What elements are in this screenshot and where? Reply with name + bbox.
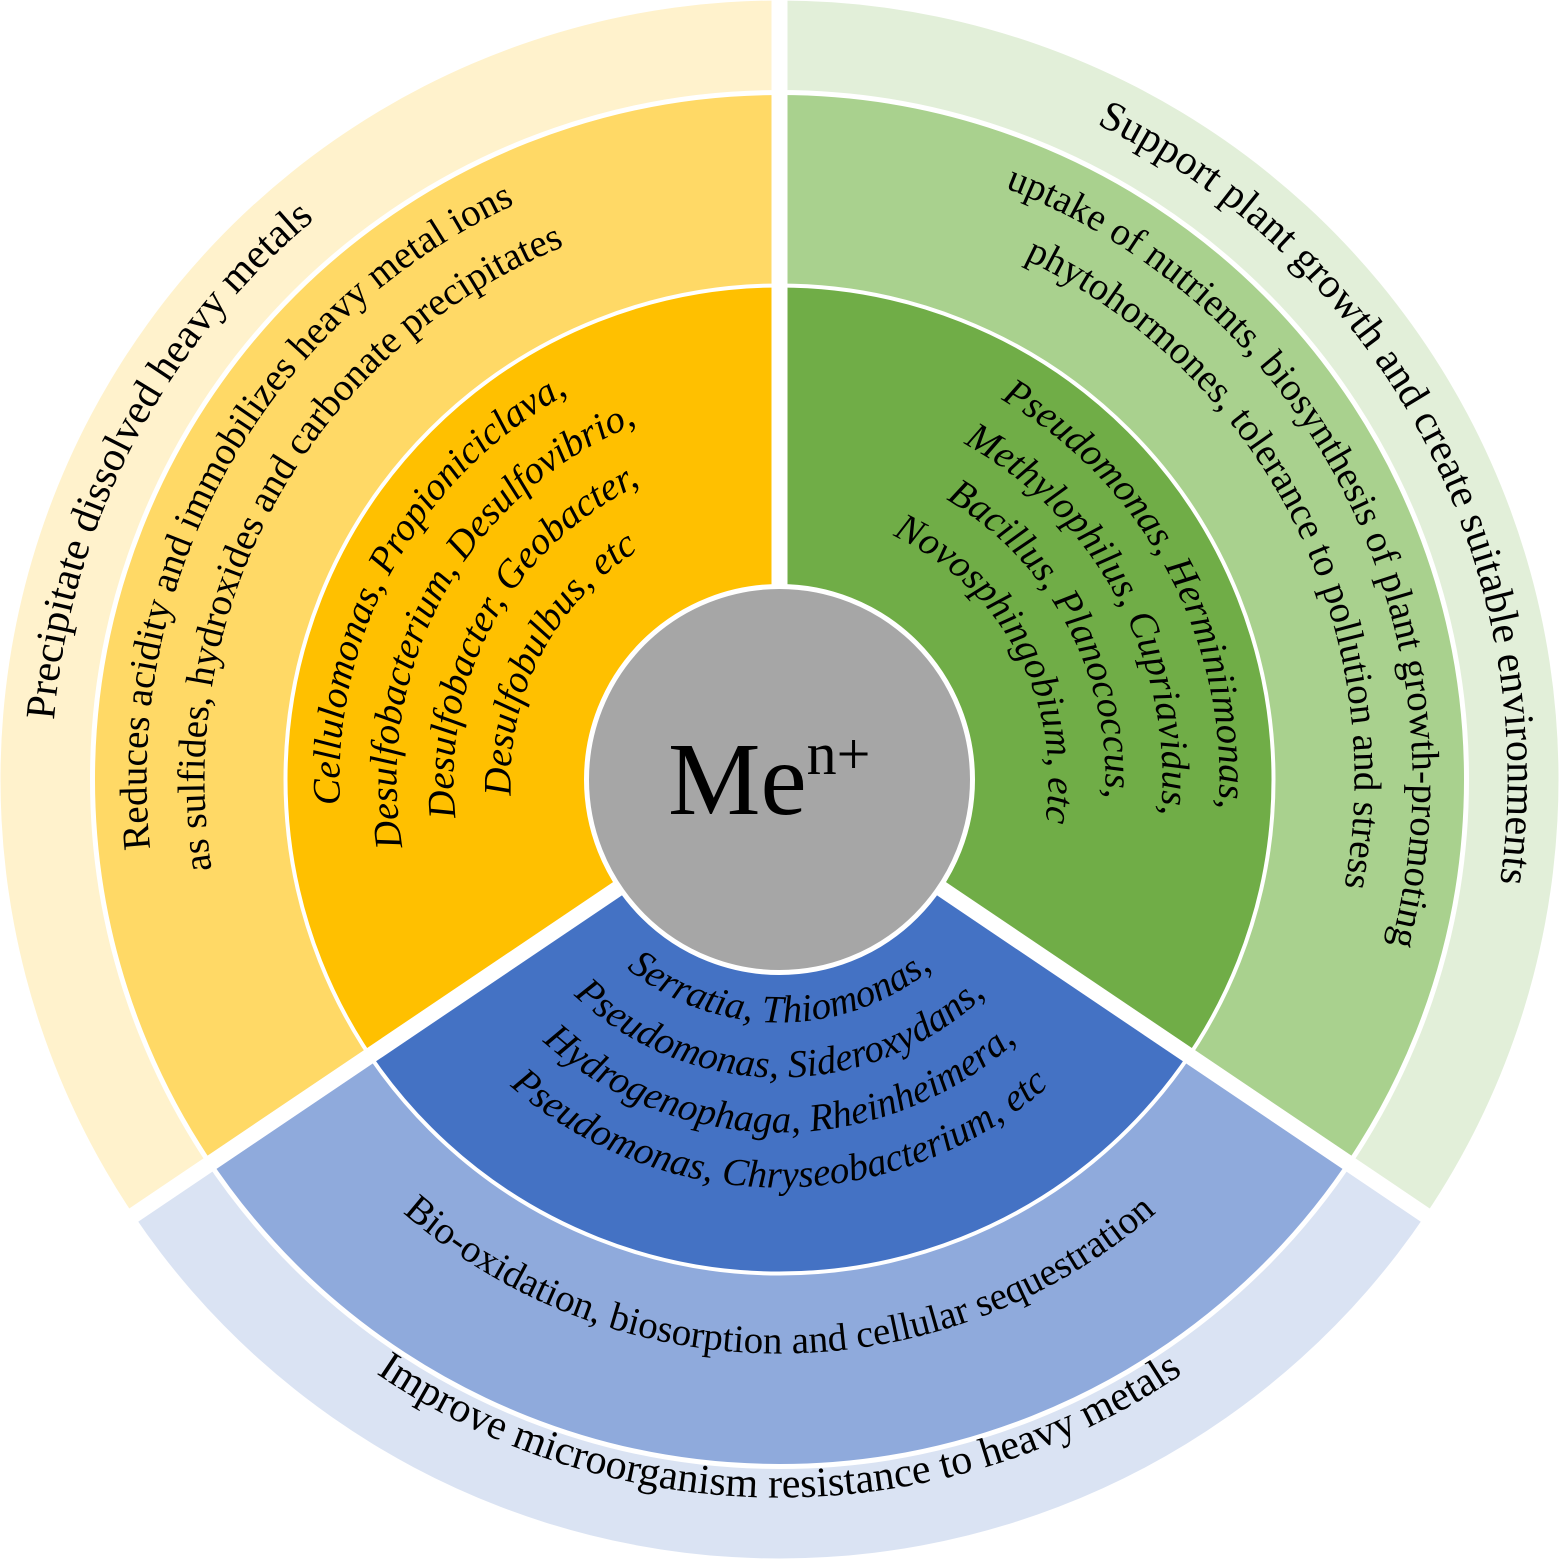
center-hub: Men+ — [584, 584, 975, 975]
center-label: Men+ — [668, 721, 870, 837]
separator-ring-outer-middle — [90, 90, 1469, 1469]
sector-green-inner-ring — [779, 285, 1274, 1056]
middle-ring — [92, 92, 1467, 1467]
separators — [90, 0, 1469, 1469]
center-circle — [584, 584, 975, 975]
sector-green-middle-ring — [779, 92, 1467, 1164]
sector-blue-middle-ring — [209, 1055, 1350, 1467]
sector-green-outer-ring — [779, 0, 1559, 1216]
center-symbol: Me — [668, 722, 807, 837]
center-superscript: n+ — [807, 721, 871, 787]
sector-yellow-inner-ring — [285, 285, 780, 1056]
inner-ring — [285, 285, 1274, 1274]
sector-yellow-middle-ring — [92, 92, 780, 1164]
sector-blue-inner-ring — [369, 887, 1190, 1274]
sector-yellow-outer-ring — [0, 0, 780, 1216]
sector-blue-outer-ring — [133, 1163, 1426, 1559]
separator-lower-left — [127, 880, 624, 1223]
separator-ring-middle-inner — [283, 283, 1276, 1276]
separator-lower-right — [935, 880, 1432, 1223]
